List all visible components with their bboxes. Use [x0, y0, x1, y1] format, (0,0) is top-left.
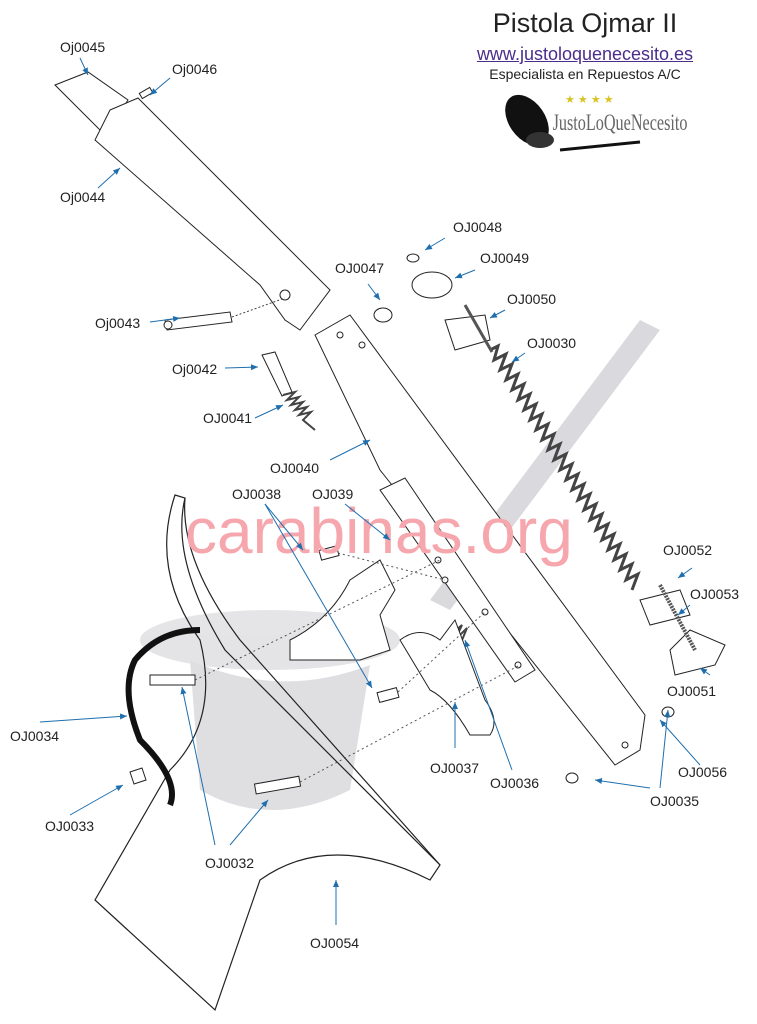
part-label: OJ0048 — [453, 219, 502, 235]
slide-part — [314, 314, 646, 766]
part-label: Oj0043 — [95, 315, 140, 331]
part-label: OJ0051 — [667, 683, 716, 699]
part-label: Oj0042 — [172, 361, 217, 377]
barrel-part — [54, 71, 331, 331]
magic-wand-icon — [559, 140, 641, 152]
part-label: Oj0046 — [172, 61, 217, 77]
part-label: OJ0037 — [430, 760, 479, 776]
part-label: OJ039 — [312, 486, 353, 502]
part-label: OJ0030 — [527, 335, 576, 351]
logo-text: JustoLoQueNecesito — [553, 110, 688, 136]
part-label: OJ0047 — [335, 260, 384, 276]
page-title: Pistola Ojmar II — [492, 8, 678, 38]
part-label: OJ0034 — [10, 728, 59, 744]
part-label: OJ0038 — [232, 486, 281, 502]
logo: JustoLoQueNecesito ★ ★ ★ ★ — [505, 94, 688, 152]
grip-frame-part — [94, 494, 441, 1012]
part-label: OJ0033 — [45, 818, 94, 834]
star-icons: ★ ★ ★ ★ — [565, 94, 614, 106]
assembly-guides — [194, 552, 521, 783]
part-labels: Oj0045 Oj0046 Oj0044 Oj0043 Oj0042 OJ004… — [10, 39, 739, 951]
part-label: OJ0036 — [490, 775, 539, 791]
part-label: OJ0040 — [270, 460, 319, 476]
part-label: OJ0035 — [650, 793, 699, 809]
part-label: Oj0044 — [60, 189, 105, 205]
part-label: OJ0053 — [690, 586, 739, 602]
part-label: Oj0045 — [60, 39, 105, 55]
website-link[interactable]: www.justoloquenecesito.es — [476, 44, 694, 64]
part-label: OJ0049 — [480, 250, 529, 266]
leader-arrows — [39, 57, 711, 925]
part-label: OJ0052 — [663, 542, 712, 558]
part-label: OJ0050 — [507, 291, 556, 307]
spring-part — [282, 304, 697, 651]
grip-spring-part — [125, 627, 201, 807]
part-label: OJ0041 — [203, 410, 252, 426]
part-label: OJ0032 — [205, 855, 254, 871]
part-label: OJ0056 — [678, 764, 727, 780]
part-label: OJ0054 — [310, 935, 359, 951]
tagline: Especialista en Repuestos A/C — [489, 66, 681, 82]
trigger-parts — [289, 559, 495, 736]
